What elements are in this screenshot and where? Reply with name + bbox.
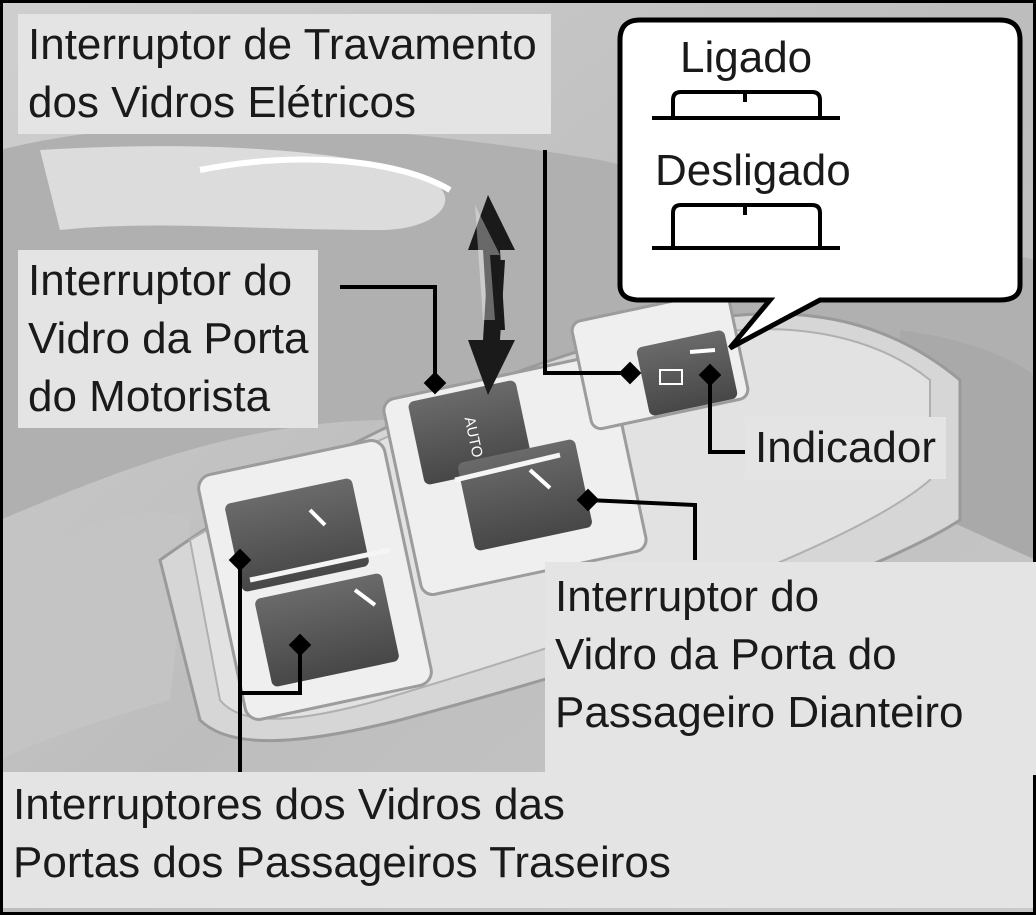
lock-marker xyxy=(618,361,642,385)
rear-right-leader xyxy=(240,645,302,695)
lock-switch-label: Interruptor de Travamento dos Vidros Elé… xyxy=(18,14,551,134)
indicator-light xyxy=(689,348,716,354)
left-armrest xyxy=(0,512,190,760)
front-passenger-switch-mark xyxy=(528,468,552,490)
trim-highlight xyxy=(199,156,452,193)
rear-passenger-label-line-1: Interruptores dos Vidros das xyxy=(13,780,565,829)
indicator-leader xyxy=(708,375,745,454)
down-arrow xyxy=(468,260,515,395)
lock-switch-label-line-2: dos Vidros Elétricos xyxy=(28,78,417,127)
front-passenger-label-line-1: Interruptor do xyxy=(555,572,820,621)
rear-right-marker xyxy=(288,633,312,657)
callout-bubble xyxy=(617,17,1023,351)
rear-switch-divider xyxy=(249,547,391,583)
lock-switch-label-line-1: Interruptor de Travamento xyxy=(28,20,537,69)
off-position-symbol xyxy=(652,203,840,250)
lock-switch-window-icon xyxy=(659,369,683,385)
driver-leader xyxy=(340,285,437,383)
driver-switch-label: Interruptor do Vidro da Porta do Motoris… xyxy=(18,250,319,428)
rear-right-switch xyxy=(255,573,399,687)
door-handle-recess xyxy=(40,146,446,230)
front-passenger-label-line-2: Vidro da Porta do xyxy=(555,630,897,679)
front-passenger-switch xyxy=(458,439,592,551)
front-switch-divider xyxy=(454,452,561,483)
front-passenger-switch-label: Interruptor do Vidro da Porta do Passage… xyxy=(545,562,1036,775)
on-label: Ligado xyxy=(680,33,813,82)
front-passenger-label-line-3: Passageiro Dianteiro xyxy=(555,688,964,737)
on-position-symbol xyxy=(652,90,840,120)
arrow-highlight xyxy=(475,205,500,320)
driver-marker xyxy=(423,371,447,395)
driver-switch-label-line-3: do Motorista xyxy=(28,372,271,421)
rear-passenger-switches-label: Interruptores dos Vidros das Portas dos … xyxy=(3,772,1033,908)
rear-left-switch-mark xyxy=(308,508,327,527)
off-label: Desligado xyxy=(655,146,851,195)
rear-passenger-label-line-2: Portas dos Passageiros Traseiros xyxy=(13,838,671,887)
indicator-marker xyxy=(698,363,722,387)
driver-switch-label-line-1: Interruptor do xyxy=(28,256,293,305)
front-passenger-marker xyxy=(576,488,600,512)
indicator-label-text: Indicador xyxy=(755,423,937,472)
driver-switch-label-line-2: Vidro da Porta xyxy=(28,314,309,363)
lock-leader xyxy=(543,150,630,375)
indicator-label: Indicador xyxy=(745,417,947,479)
leader-lines xyxy=(238,150,745,775)
front-passenger-leader xyxy=(587,498,697,560)
rear-right-switch-mark xyxy=(353,588,377,607)
